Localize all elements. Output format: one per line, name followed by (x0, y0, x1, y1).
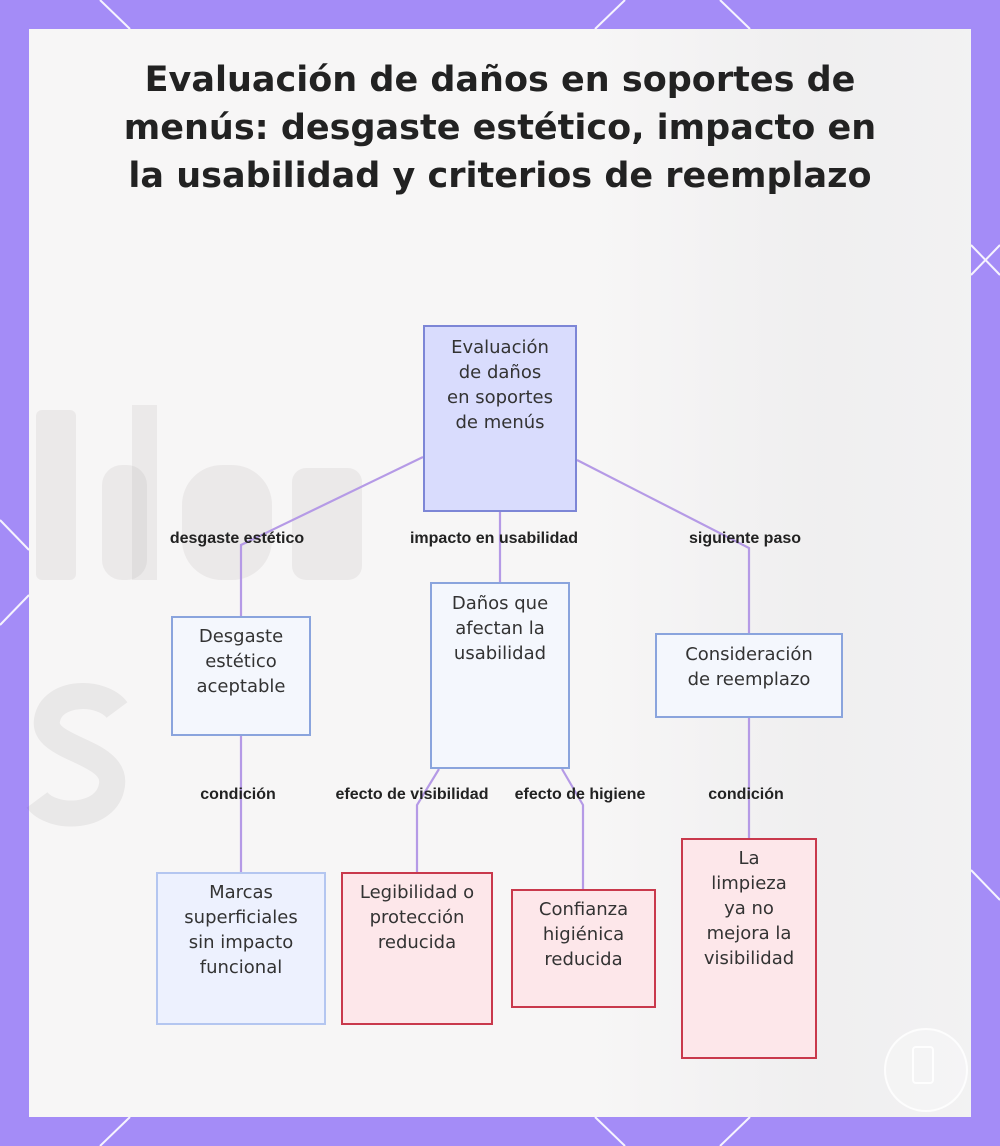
edge-label-usability: impacto en usabilidad (409, 530, 579, 547)
node-legibility-label: Legibilidad o protección reducida (359, 882, 475, 953)
watermark-shape-lower (26, 683, 128, 827)
node-root: Evaluación de daños en soportes de menús (423, 325, 577, 512)
phone-icon (912, 1046, 934, 1084)
edge-label-next: siguiente paso (688, 530, 802, 547)
edge-label-visibility: efecto de visibilidad (335, 786, 489, 803)
node-aesthetic: Desgaste estético aceptable (171, 616, 311, 736)
node-legibility: Legibilidad o protección reducida (341, 872, 493, 1025)
edge-label-condition-right: condición (708, 786, 784, 803)
edge-root-replacement (576, 459, 751, 633)
edge-label-hygiene: efecto de higiene (514, 786, 646, 803)
watermark-shapes (36, 405, 362, 580)
page-title: Evaluación de daños en soportes de menús… (123, 60, 877, 196)
node-cleaning: La limpieza ya no mejora la visibilidad (681, 838, 817, 1059)
corner-badge (884, 1028, 968, 1112)
node-replacement-label: Consideración de reemplazo (685, 644, 813, 690)
node-hygiene: Confianza higiénica reducida (511, 889, 656, 1008)
edge-label-condition-left: condición (200, 786, 276, 803)
node-aesthetic-label: Desgaste estético aceptable (196, 626, 286, 697)
node-usability-label: Daños que afectan la usabilidad (451, 593, 549, 664)
node-root-label: Evaluación de daños en soportes de menús (447, 337, 553, 433)
edge-root-aesthetic (239, 456, 424, 616)
node-cleaning-label: La limpieza ya no mejora la visibilidad (703, 848, 795, 969)
node-marks: Marcas superficiales sin impacto funcion… (156, 872, 326, 1025)
edge-usability-hygiene (561, 768, 585, 889)
node-marks-label: Marcas superficiales sin impacto funcion… (184, 882, 298, 978)
background-watermark (22, 350, 382, 644)
node-replacement: Consideración de reemplazo (655, 633, 843, 718)
node-hygiene-label: Confianza higiénica reducida (538, 899, 629, 970)
node-usability: Daños que afectan la usabilidad (430, 582, 570, 769)
edge-label-aesthetic: desgaste estético (169, 530, 305, 547)
edge-usability-legibility (415, 768, 440, 872)
